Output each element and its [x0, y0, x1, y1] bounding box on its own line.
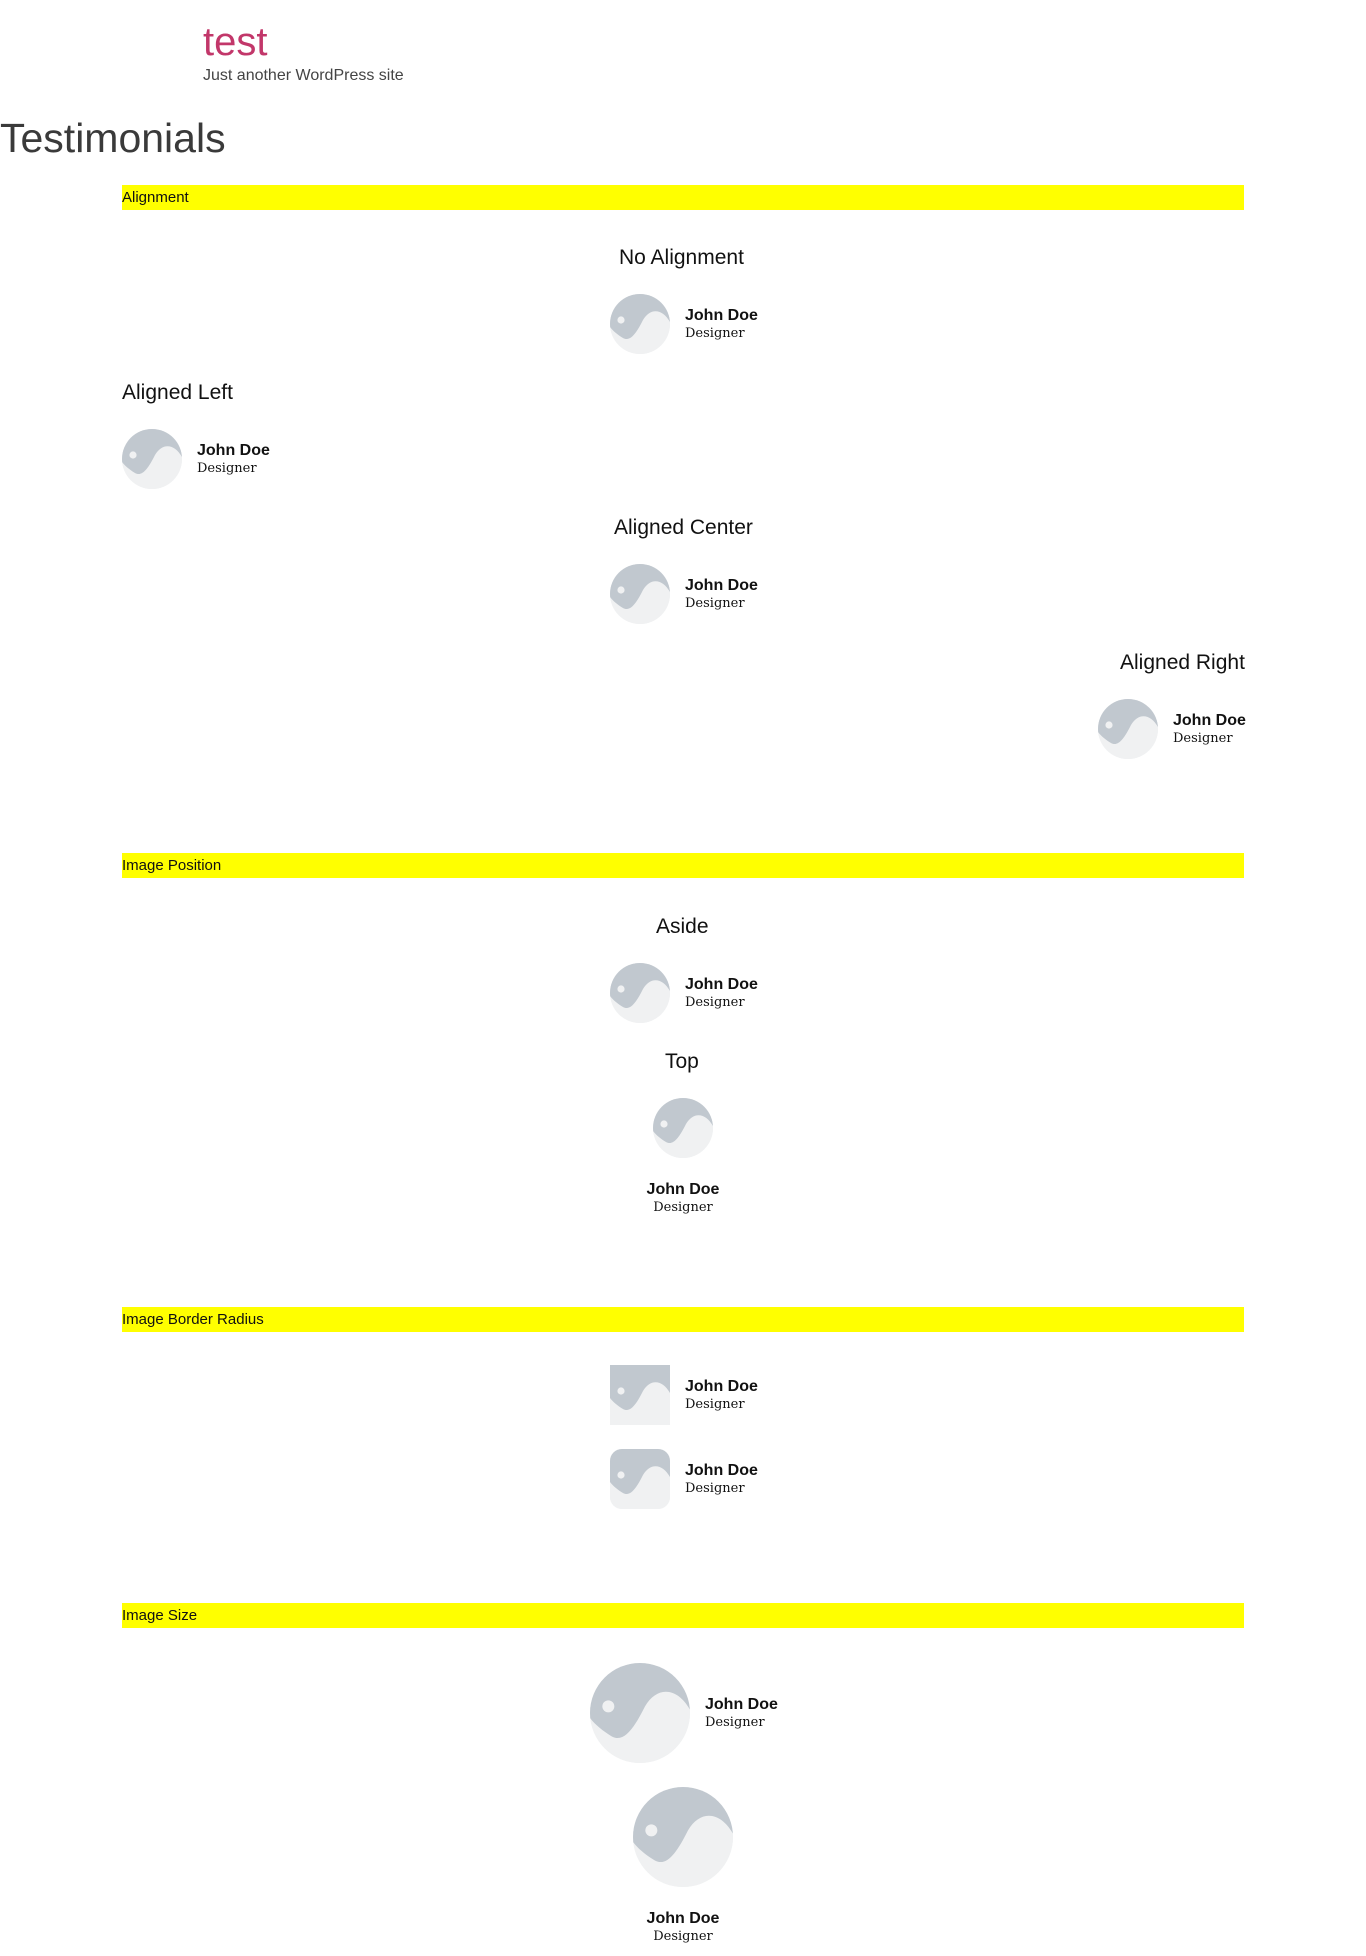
testimonial-author: John Doe Designer: [197, 441, 270, 478]
author-name: John Doe: [685, 306, 758, 324]
testimonial-author: John Doe Designer: [647, 1909, 720, 1946]
testimonial-image-aside: John Doe Designer: [610, 963, 758, 1023]
testimonial-large-image-aside: John Doe Designer: [590, 1663, 778, 1763]
heading-aligned-right: Aligned Right: [1120, 651, 1245, 674]
author-name: John Doe: [1173, 711, 1246, 729]
author-role: Designer: [705, 1714, 765, 1730]
author-name: John Doe: [705, 1695, 778, 1713]
image-placeholder-icon: [1098, 699, 1158, 759]
author-role: Designer: [685, 994, 745, 1010]
page-title: Testimonials: [0, 115, 226, 161]
author-name: John Doe: [685, 1461, 758, 1479]
author-name: John Doe: [646, 1910, 720, 1927]
author-role: Designer: [685, 595, 745, 611]
image-placeholder-icon: [590, 1663, 690, 1763]
heading-top: Top: [665, 1050, 699, 1073]
author-role: Designer: [685, 1480, 745, 1496]
author-name: John Doe: [646, 1181, 720, 1198]
image-placeholder-icon: [633, 1787, 733, 1887]
testimonial-aligned-right: John Doe Designer: [1098, 699, 1246, 759]
image-placeholder-icon: [610, 963, 670, 1023]
author-role: Designer: [197, 460, 257, 476]
author-role: Designer: [685, 1396, 745, 1412]
author-name: John Doe: [197, 441, 270, 459]
heading-aligned-left: Aligned Left: [122, 381, 233, 404]
section-label-image-position: Image Position: [122, 853, 1244, 878]
testimonial-square-image: John Doe Designer: [610, 1365, 758, 1425]
heading-aligned-center: Aligned Center: [614, 516, 753, 539]
testimonial-author: John Doe Designer: [685, 975, 758, 1012]
image-placeholder-icon: [653, 1098, 713, 1158]
image-placeholder-icon: [610, 294, 670, 354]
testimonial-author: John Doe Designer: [685, 306, 758, 343]
author-name: John Doe: [685, 1377, 758, 1395]
image-placeholder-icon: [122, 429, 182, 489]
heading-aside: Aside: [656, 915, 709, 938]
testimonial-no-alignment: John Doe Designer: [610, 294, 758, 354]
testimonial-aligned-center: John Doe Designer: [610, 564, 758, 624]
author-role: Designer: [653, 1929, 713, 1944]
site-tagline: Just another WordPress site: [203, 67, 404, 84]
testimonial-author: John Doe Designer: [685, 1377, 758, 1414]
testimonial-author: John Doe Designer: [1173, 711, 1246, 748]
image-placeholder-icon: [610, 564, 670, 624]
testimonial-aligned-left: John Doe Designer: [122, 429, 270, 489]
author-role: Designer: [685, 325, 745, 341]
testimonial-author: John Doe Designer: [647, 1180, 720, 1217]
testimonial-rounded-image: John Doe Designer: [610, 1449, 758, 1509]
testimonial-author: John Doe Designer: [685, 576, 758, 613]
site-title[interactable]: test: [203, 20, 268, 64]
image-placeholder-icon: [610, 1365, 670, 1425]
testimonial-large-image-top: John Doe Designer: [613, 1787, 753, 1946]
testimonial-author: John Doe Designer: [705, 1695, 778, 1732]
testimonial-image-top: John Doe Designer: [633, 1098, 733, 1217]
site-header: test Just another WordPress site: [203, 18, 404, 86]
testimonial-author: John Doe Designer: [685, 1461, 758, 1498]
section-label-border-radius: Image Border Radius: [122, 1307, 1244, 1332]
author-name: John Doe: [685, 975, 758, 993]
author-role: Designer: [653, 1200, 713, 1215]
author-role: Designer: [1173, 730, 1233, 746]
section-label-image-size: Image Size: [122, 1603, 1244, 1628]
section-label-alignment: Alignment: [122, 185, 1244, 210]
author-name: John Doe: [685, 576, 758, 594]
heading-no-alignment: No Alignment: [619, 246, 744, 269]
image-placeholder-icon: [610, 1449, 670, 1509]
